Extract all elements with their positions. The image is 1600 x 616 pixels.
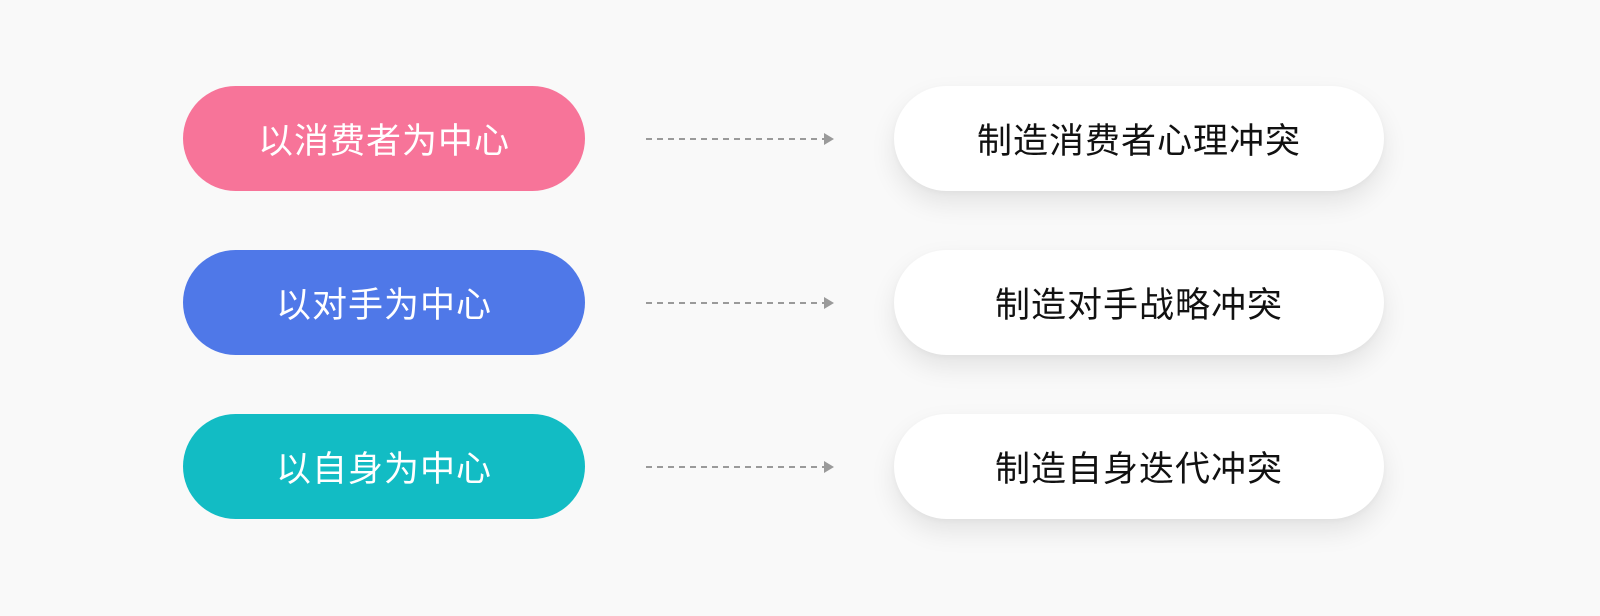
pill-self-centered: 以自身为中心	[183, 414, 585, 519]
pill-self-conflict: 制造自身迭代冲突	[894, 414, 1384, 519]
dashed-arrow-icon	[646, 133, 834, 145]
pill-label: 制造自身迭代冲突	[994, 450, 1283, 490]
pill-consumer-conflict: 制造消费者心理冲突	[894, 86, 1384, 191]
dashed-arrow-icon	[646, 297, 834, 309]
row-self: 以自身为中心 制造自身迭代冲突	[0, 414, 1600, 519]
pill-label: 以消费者为中心	[257, 122, 510, 162]
dashed-arrow-icon	[646, 461, 834, 473]
row-competitor: 以对手为中心 制造对手战略冲突	[0, 250, 1600, 355]
pill-label: 以自身为中心	[275, 450, 492, 490]
pill-competitor-conflict: 制造对手战略冲突	[894, 250, 1384, 355]
pill-label: 制造对手战略冲突	[994, 286, 1283, 326]
pill-label: 以对手为中心	[275, 286, 492, 326]
pill-competitor-centered: 以对手为中心	[183, 250, 585, 355]
row-consumer: 以消费者为中心 制造消费者心理冲突	[0, 86, 1600, 191]
pill-label: 制造消费者心理冲突	[976, 122, 1301, 162]
pill-consumer-centered: 以消费者为中心	[183, 86, 585, 191]
